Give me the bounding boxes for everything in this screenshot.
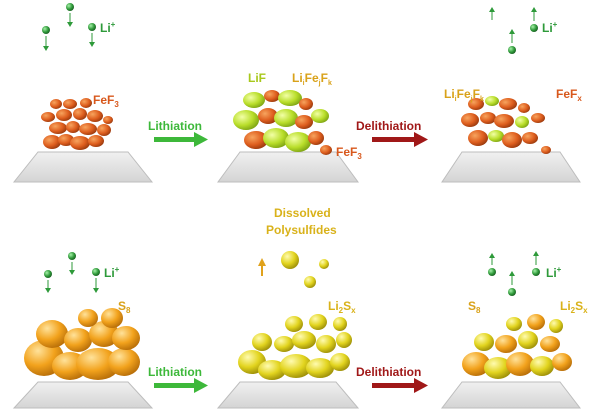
lithium-ion-icon (66, 3, 74, 11)
lithium-ion-icon (488, 268, 496, 276)
lithium-ion-icon (508, 288, 516, 296)
substrate-plate (12, 151, 154, 183)
li-ions-top-right (489, 7, 538, 54)
lithium-ion-icon (88, 23, 96, 31)
li-ion-label: Li+ (100, 20, 116, 35)
polysulfide-particles (281, 251, 329, 288)
s8-label: S8 (468, 299, 481, 315)
lif-label: LiF (248, 71, 266, 85)
lifef-label: LiiFejFk (292, 71, 332, 87)
arrow-right-icon (372, 378, 428, 393)
delithiation-label: Delithiation (356, 119, 421, 133)
substrate-plate (12, 381, 154, 409)
arrow-right-icon (154, 132, 208, 147)
li-ions-bottom-right (488, 251, 540, 296)
delithiated-particles (461, 96, 551, 154)
lithiated-fef3-particles (233, 90, 332, 155)
substrate-plate (440, 381, 582, 409)
fef3-particles (41, 98, 113, 150)
plates (12, 151, 582, 409)
sulfur-s8-blobs (24, 308, 140, 380)
arrow-up-icon (258, 258, 266, 276)
lithium-ion-icon (530, 24, 538, 32)
lithium-ion-icon (44, 270, 52, 278)
lithiation-label: Lithiation (148, 365, 202, 379)
li-ion-label: Li+ (542, 20, 558, 35)
li2sx-label: Li2Sx (560, 299, 588, 315)
arrow-right-icon (372, 132, 428, 147)
mixed-sulfur-network (462, 314, 572, 379)
li-ion-label: Li+ (546, 265, 562, 280)
s8-label: S8 (118, 299, 131, 315)
substrate-plate (441, 151, 581, 183)
arrow-right-icon (154, 378, 208, 393)
li2sx-network (238, 314, 352, 380)
li2sx-label: Li2Sx (328, 299, 356, 315)
fef3-label: FeF3 (93, 93, 119, 109)
fef3-label: FeF3 (336, 145, 362, 161)
lithium-ion-icon (92, 268, 100, 276)
substrate-plate (217, 151, 359, 183)
lifef-label: LiiFejFk (444, 87, 484, 103)
dissolved-label: Dissolved (274, 206, 331, 220)
delithiation-label: Delithiation (356, 365, 421, 379)
lithium-ion-icon (508, 46, 516, 54)
lithiation-label: Lithiation (148, 119, 202, 133)
substrate-plate (216, 381, 360, 409)
lithium-ion-icon (68, 252, 76, 260)
li-ions-top-left (42, 3, 96, 51)
fefx-label: FeFx (556, 87, 582, 103)
lithium-ion-icon (532, 268, 540, 276)
polysulfides-label: Polysulfides (266, 223, 337, 237)
li-ions-bottom-left (44, 252, 100, 293)
li-ion-label: Li+ (104, 265, 120, 280)
lithium-ion-icon (42, 26, 50, 34)
